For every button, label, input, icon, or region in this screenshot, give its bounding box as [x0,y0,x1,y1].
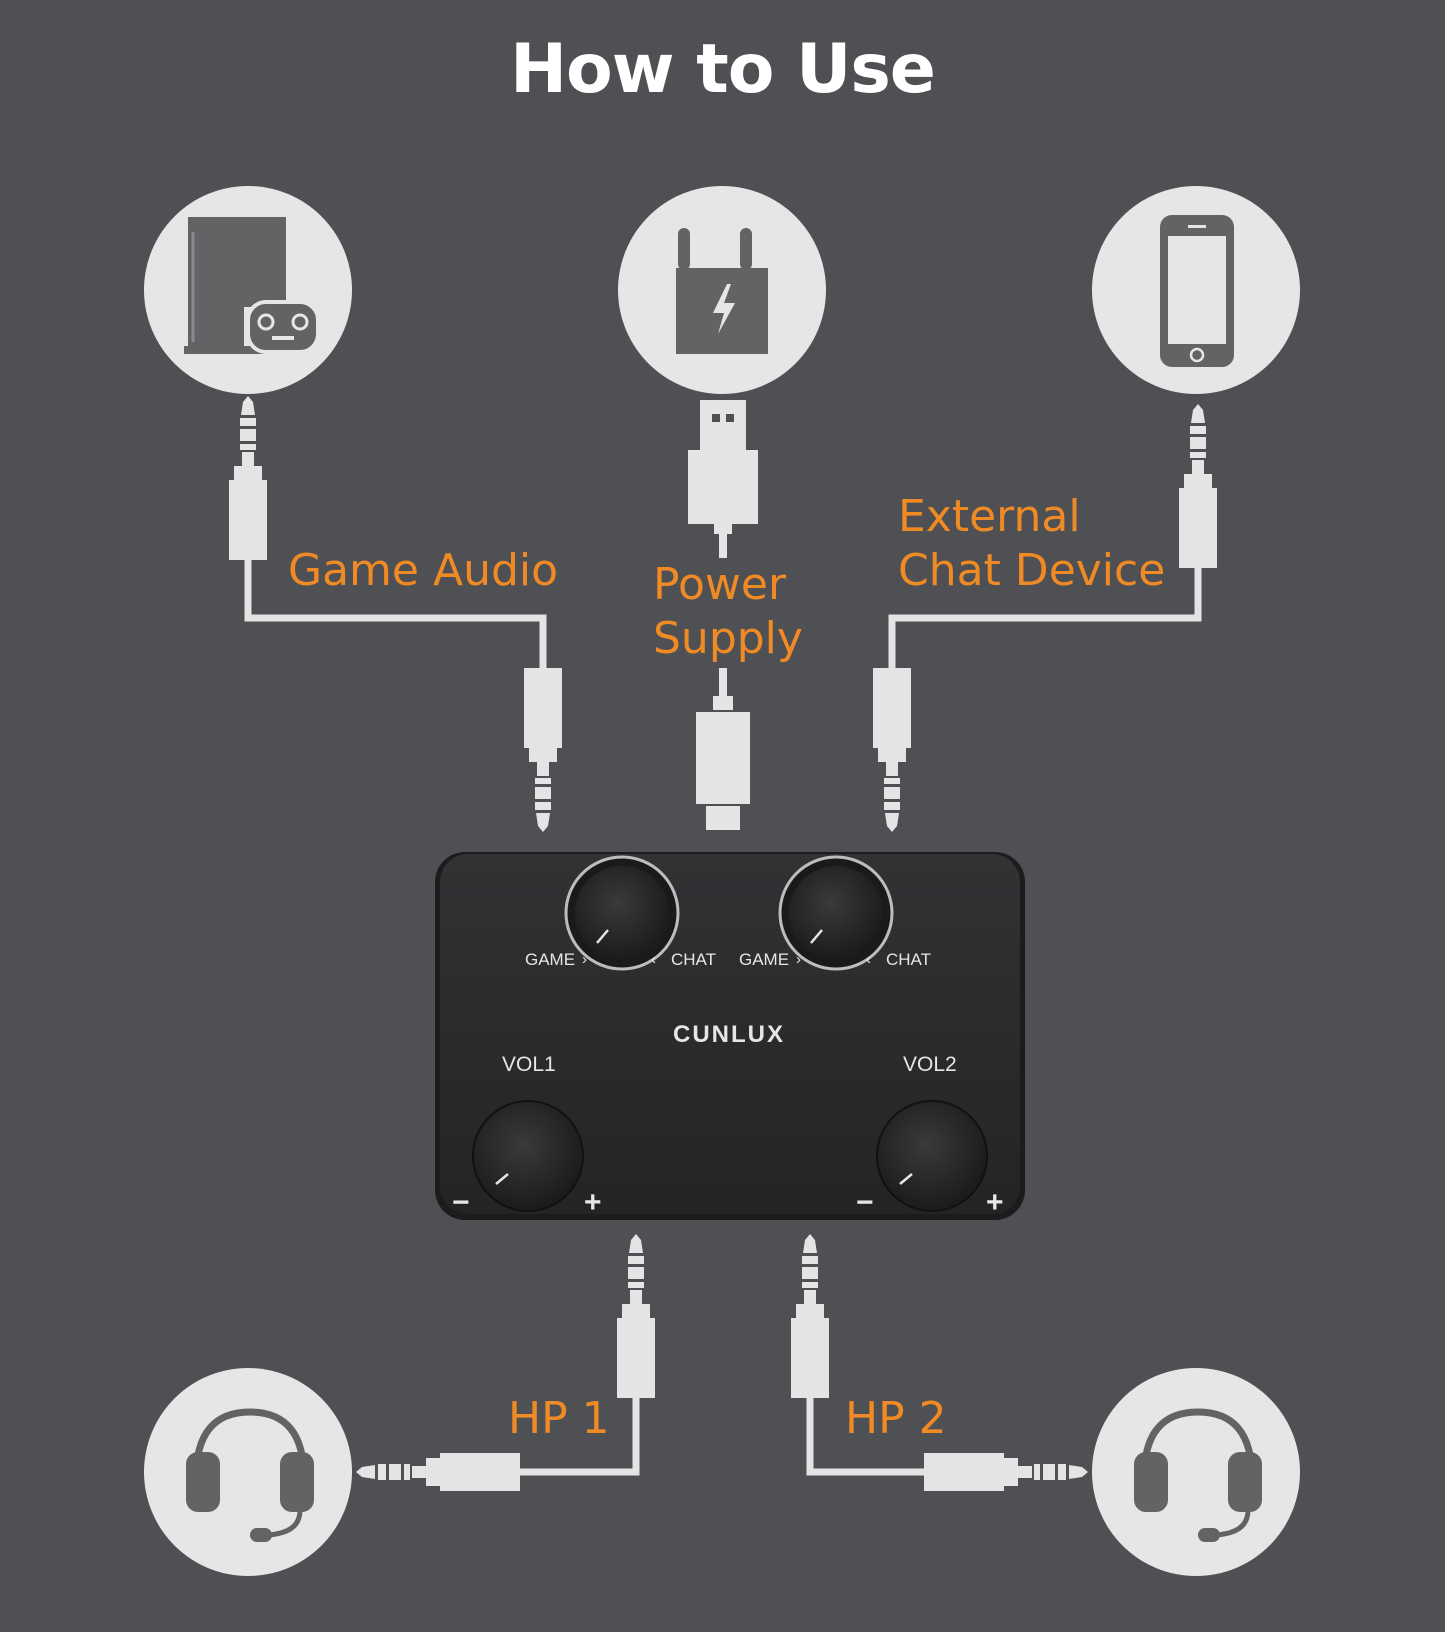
external-chat-label-line1: External [898,491,1081,542]
svg-text:‹: ‹ [651,951,656,968]
headset-icon [186,1408,314,1542]
page-title: How to Use [510,30,936,109]
brand-logo: CUNLUX [673,1021,785,1048]
vol1-minus: − [452,1186,470,1219]
game-audio-plug-top [229,396,267,560]
console-circle [144,186,352,394]
external-chat-label-line2: Chat Device [898,545,1166,596]
hp1-label: HP 1 [508,1393,610,1444]
vol2-knob[interactable] [876,1100,988,1212]
svg-text:‹: ‹ [866,951,871,968]
headset-left-circle [144,1368,352,1576]
svg-text:›: › [582,951,587,968]
audio-mixer-device: GAME › ‹ CHAT GAME › ‹ CHAT CUNLUX VOL1 … [435,852,1025,1220]
smartphone-icon [1160,215,1234,367]
vol2-plus: + [986,1186,1004,1219]
vol1-plus: + [584,1186,602,1219]
game-chat-knob-left[interactable] [564,855,680,971]
vol2-minus: − [856,1186,874,1219]
game-chat-knob-right[interactable] [778,855,894,971]
phone-circle [1092,186,1300,394]
hp2-plug-top [791,1234,829,1398]
game-console-icon [184,217,320,354]
knob-left-game-label: GAME [525,950,575,969]
game-audio-plug-bottom [524,668,562,832]
charger-circle [618,186,826,394]
chat-device-plug-bottom [873,668,911,832]
power-supply-label-line2: Supply [653,613,803,664]
power-adapter-icon [676,228,768,354]
usb-plug-top [688,400,758,558]
knob-right-game-label: GAME [739,950,789,969]
headset-icon [1134,1408,1262,1542]
hp1-plug-top [617,1234,655,1398]
knob-left-chat-label: CHAT [671,950,716,969]
hp1-plug-side [356,1453,520,1491]
game-audio-label: Game Audio [288,545,559,596]
hp2-label: HP 2 [845,1393,947,1444]
knob-right-chat-label: CHAT [886,950,931,969]
chat-device-plug-top [1179,404,1217,568]
vol2-label: VOL2 [903,1053,957,1076]
headset-right-circle [1092,1368,1300,1576]
power-supply-label-line1: Power [653,559,787,610]
usb-c-plug-bottom [696,668,750,830]
vol1-label: VOL1 [502,1053,556,1076]
svg-text:›: › [796,951,801,968]
hp2-plug-side [924,1453,1088,1491]
vol1-knob[interactable] [472,1100,584,1212]
